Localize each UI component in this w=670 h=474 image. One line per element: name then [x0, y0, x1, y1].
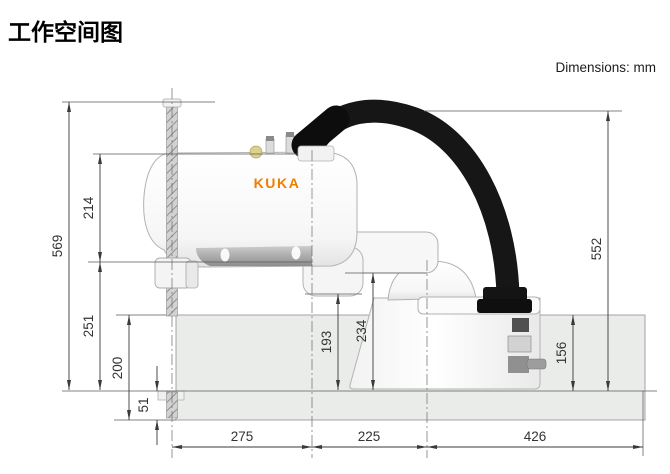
- centerlines: [171, 88, 428, 458]
- dimension-234: 234: [354, 273, 375, 390]
- dim-label: 225: [358, 429, 381, 444]
- robot-base: [349, 297, 541, 390]
- underside-dot: [291, 246, 301, 260]
- dress-pack-tube: [291, 99, 532, 313]
- dimension-200: 200: [110, 315, 131, 420]
- kuka-logo: KUKA: [254, 175, 301, 191]
- dim-label: 200: [110, 357, 125, 380]
- dim-label: 234: [354, 319, 369, 342]
- dimension-426: 426: [427, 429, 643, 449]
- dim-label: 275: [231, 429, 254, 444]
- dim-label: 51: [136, 397, 151, 412]
- dimension-193: 193: [319, 294, 340, 390]
- underside-dot: [220, 248, 230, 262]
- dim-label: 214: [81, 196, 96, 219]
- dimension-552: 552: [589, 111, 610, 391]
- horizontal-dimensions: 275 225 426: [172, 429, 643, 449]
- dimension-214: 214: [81, 154, 102, 262]
- yellow-cap: [249, 145, 263, 159]
- dimension-275: 275: [172, 429, 312, 449]
- dim-label: 193: [319, 331, 334, 354]
- robot-side-view: KUKA: [143, 98, 547, 419]
- dimension-156: 156: [554, 315, 575, 391]
- dim-label: 426: [524, 429, 547, 444]
- dimension-51: 51: [136, 366, 159, 445]
- vertical-dimensions: 569 214 251 200 51 193 234 552: [50, 102, 610, 445]
- units-note: Dimensions: mm: [555, 60, 656, 75]
- dim-label: 251: [81, 315, 96, 338]
- dimension-225: 225: [312, 429, 427, 449]
- dimension-251: 251: [81, 262, 102, 390]
- dim-label: 552: [589, 238, 604, 261]
- extension-lines: [62, 101, 657, 456]
- dimension-569: 569: [50, 102, 71, 390]
- dim-label: 156: [554, 342, 569, 365]
- dim-label: 569: [50, 235, 65, 258]
- base-connectors: [507, 318, 547, 373]
- page-title: 工作空间图: [8, 19, 123, 45]
